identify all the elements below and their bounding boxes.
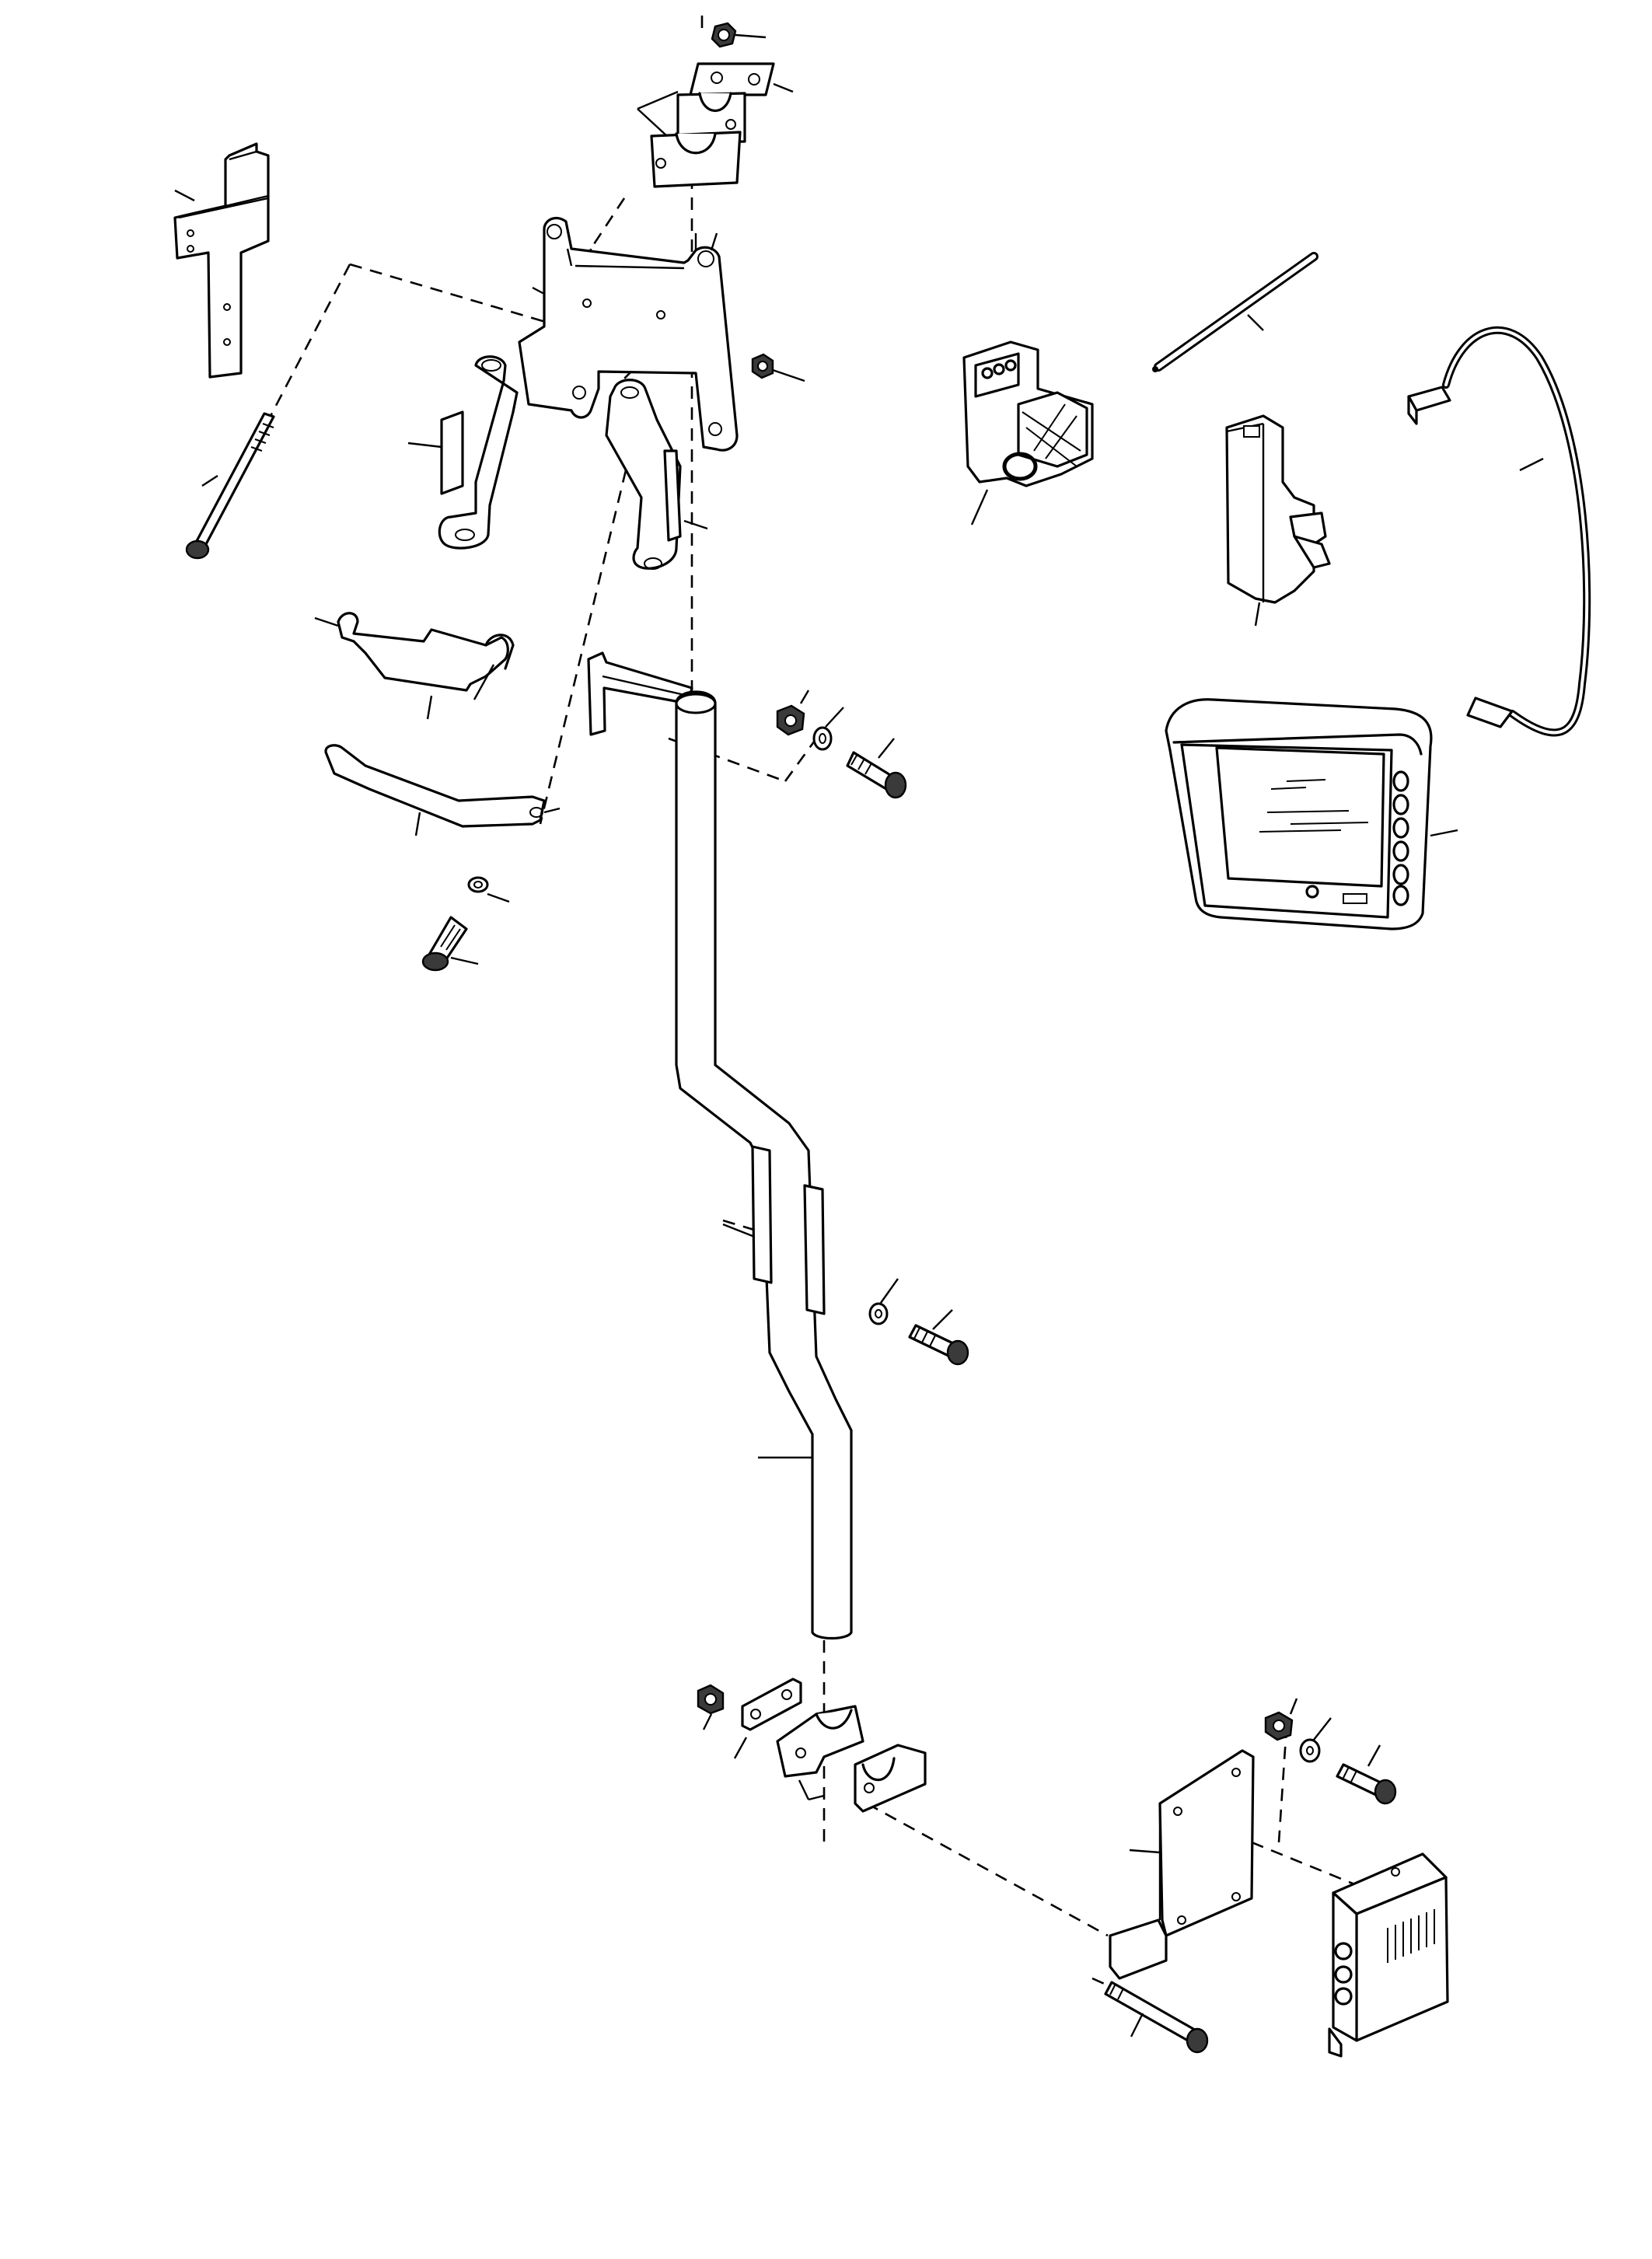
monitor-mount-bracket bbox=[1110, 1751, 1253, 1978]
bracket-bolt bbox=[1105, 1982, 1207, 2052]
pole-nut bbox=[777, 690, 809, 735]
side-bracket bbox=[408, 357, 517, 548]
bracket-nut bbox=[1266, 1699, 1297, 1740]
mid-washer bbox=[870, 1279, 898, 1324]
assembly-center-lines bbox=[260, 16, 1357, 1998]
wire bbox=[1152, 257, 1314, 372]
upper-clamp-nut bbox=[712, 23, 766, 47]
hook-bracket bbox=[315, 613, 513, 719]
bracket-side-bolt bbox=[1337, 1745, 1395, 1803]
center-bracket bbox=[606, 380, 707, 569]
control-box bbox=[1329, 1854, 1448, 2056]
top-mounting-plate bbox=[519, 218, 737, 450]
monitor-buttons bbox=[1394, 772, 1408, 905]
relay bbox=[964, 342, 1092, 525]
plate-side-nut bbox=[753, 354, 805, 381]
lower-pipe-clamp bbox=[777, 1706, 925, 1811]
monitor-cable bbox=[1409, 330, 1587, 733]
mounting-pole bbox=[589, 653, 851, 1639]
mid-bolt bbox=[910, 1310, 968, 1364]
upper-pipe-clamp bbox=[637, 92, 745, 187]
support-arm bbox=[326, 745, 560, 836]
monitor-screen bbox=[1217, 748, 1384, 886]
lower-clamp-plate bbox=[735, 1679, 801, 1758]
vent-grille bbox=[1388, 1909, 1434, 1963]
t-bracket bbox=[175, 144, 268, 377]
display-monitor bbox=[1166, 700, 1458, 929]
lower-clamp-nut bbox=[698, 1685, 723, 1730]
arm-bolt bbox=[423, 917, 478, 970]
long-bolt bbox=[187, 414, 274, 558]
pole-bolt bbox=[847, 738, 906, 798]
arm-washer bbox=[469, 878, 509, 902]
upper-clamp-plate bbox=[690, 64, 793, 95]
bracket-washer bbox=[1301, 1718, 1331, 1761]
breaker-switch bbox=[1227, 416, 1329, 626]
pole-washer bbox=[814, 707, 843, 749]
